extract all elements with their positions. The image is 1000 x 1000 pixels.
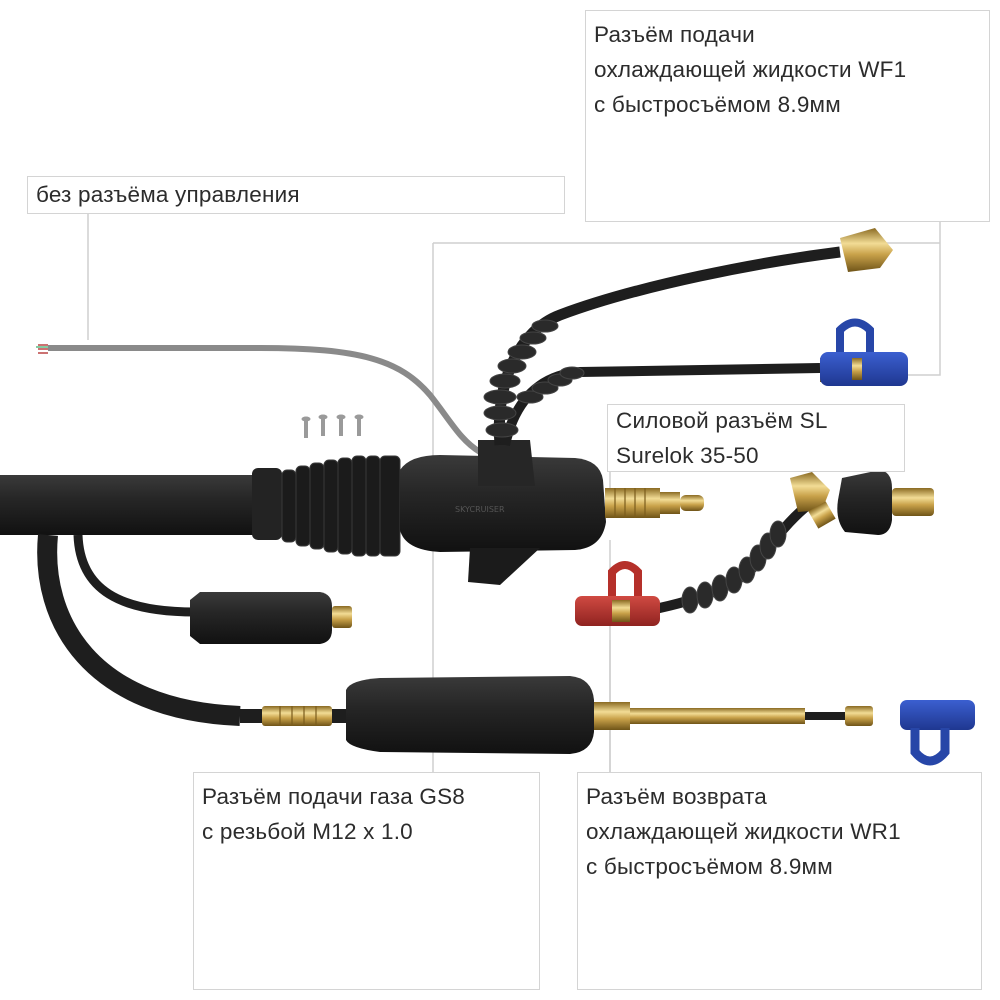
callout-wf1: Разъём подачи охлаждающей жидкости WF1 с… xyxy=(585,10,990,222)
control-cable xyxy=(36,344,482,455)
callout-wr1: Разъём возврата охлаждающей жидкости WR1… xyxy=(577,772,982,990)
main-cable xyxy=(0,475,265,726)
gas-connector xyxy=(240,676,873,754)
power-connector-pin xyxy=(605,488,704,518)
callout-gas: Разъём подачи газа GS8 с резьбой M12 x 1… xyxy=(193,772,540,990)
return-hose xyxy=(575,495,818,626)
callout-gas-text: Разъём подачи газа GS8 с резьбой M12 x 1… xyxy=(202,784,466,844)
callout-control: без разъёма управления xyxy=(27,176,565,214)
callout-wr1-text: Разъём возврата охлаждающей жидкости WR1… xyxy=(586,784,901,879)
callout-wf1-text: Разъём подачи охлаждающей жидкости WF1 с… xyxy=(594,22,907,117)
bellows xyxy=(252,455,401,557)
callout-power: Силовой разъём SL Surelok 35-50 xyxy=(607,404,905,472)
svg-text:SKYCRUISER: SKYCRUISER xyxy=(455,505,505,514)
coolant-hoses xyxy=(483,228,908,447)
screws-icon xyxy=(301,414,364,438)
callout-power-text: Силовой разъём SL Surelok 35-50 xyxy=(616,408,828,468)
main-connector-housing: SKYCRUISER xyxy=(400,440,606,585)
surelok-socket xyxy=(790,470,934,535)
callout-control-text: без разъёма управления xyxy=(36,182,300,207)
blue-cap-icon xyxy=(900,700,975,766)
control-connector xyxy=(190,592,352,644)
